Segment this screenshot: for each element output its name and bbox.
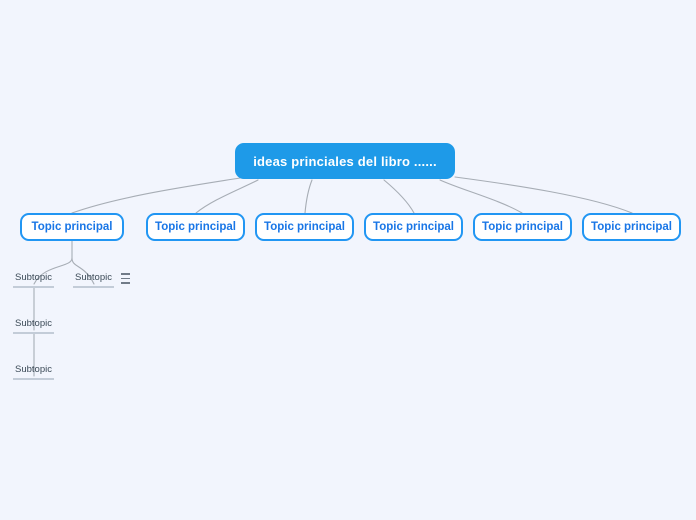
subtopic-body: Subtopic (13, 364, 54, 380)
subtopic-node-2[interactable]: Subtopic (73, 272, 130, 288)
connector-root-to-topic-6 (454, 176, 633, 214)
subtopic-underline (13, 378, 54, 380)
hamburger-menu-icon[interactable] (120, 273, 130, 284)
root-node[interactable]: ideas princiales del libro ...... (235, 143, 455, 179)
subtopic-label: Subtopic (15, 272, 52, 283)
subtopic-underline (13, 286, 54, 288)
topic-node-4[interactable]: Topic principal (364, 213, 463, 241)
topic-node-label: Topic principal (31, 221, 113, 233)
subtopic-label: Subtopic (75, 272, 112, 283)
subtopic-label: Subtopic (15, 318, 52, 329)
subtopic-node-1[interactable]: Subtopic (13, 272, 54, 288)
subtopic-underline (13, 332, 54, 334)
root-node-label: ideas princiales del libro ...... (253, 153, 437, 169)
topic-node-2[interactable]: Topic principal (146, 213, 245, 241)
subtopic-node-4[interactable]: Subtopic (13, 364, 54, 380)
topic-node-label: Topic principal (373, 221, 454, 233)
connector-root-to-topic-3 (304, 179, 313, 214)
topic-node-label: Topic principal (482, 221, 563, 233)
hamburger-line (120, 282, 130, 284)
subtopic-label: Subtopic (15, 364, 52, 375)
connector-root-to-topic-2 (195, 179, 259, 214)
subtopic-body: Subtopic (13, 318, 54, 334)
topic-node-label: Topic principal (155, 221, 236, 233)
topic-node-label: Topic principal (264, 221, 345, 233)
hamburger-line (120, 277, 130, 280)
subtopic-body: Subtopic (73, 272, 114, 288)
hamburger-line (120, 273, 130, 275)
subtopic-node-3[interactable]: Subtopic (13, 318, 54, 334)
topic-node-5[interactable]: Topic principal (473, 213, 572, 241)
subtopic-underline (73, 286, 114, 288)
topic-node-label: Topic principal (591, 221, 672, 233)
connector-root-to-topic-1 (71, 177, 241, 214)
topic-node-1[interactable]: Topic principal (20, 213, 124, 241)
topic-node-6[interactable]: Topic principal (582, 213, 681, 241)
connector-root-to-topic-4 (383, 179, 415, 214)
topic-node-3[interactable]: Topic principal (255, 213, 354, 241)
subtopic-body: Subtopic (13, 272, 54, 288)
connector-root-to-topic-5 (439, 179, 523, 214)
